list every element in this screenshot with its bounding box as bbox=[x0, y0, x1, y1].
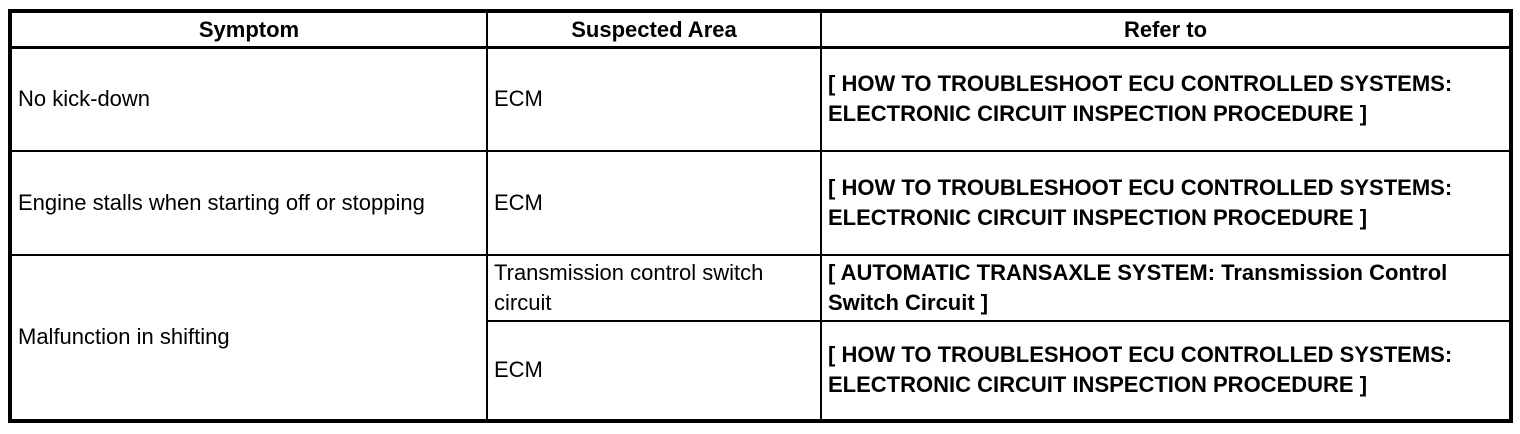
header-symptom: Symptom bbox=[9, 10, 488, 49]
header-suspected-area: Suspected Area bbox=[486, 10, 822, 49]
table-row-malfunction-shifting-2: ECM [ HOW TO TROUBLESHOOT ECU CONTROLLED… bbox=[10, 319, 1512, 422]
table-row-no-kick-down: No kick-down ECM [ HOW TO TROUBLESHOOT E… bbox=[9, 46, 1512, 152]
suspected-area-cell: Transmission control switch circuit bbox=[486, 253, 822, 322]
header-refer-to: Refer to bbox=[820, 10, 1512, 49]
refer-to-cell: [ HOW TO TROUBLESHOOT ECU CONTROLLED SYS… bbox=[820, 46, 1512, 152]
symptom-cell: No kick-down bbox=[9, 46, 488, 152]
suspected-area-cell: ECM bbox=[486, 319, 822, 422]
symptom-cell: Engine stalls when starting off or stopp… bbox=[9, 149, 488, 256]
suspected-area-cell: ECM bbox=[486, 46, 822, 152]
table-header-row: Symptom Suspected Area Refer to bbox=[9, 10, 1512, 49]
refer-to-cell: [ HOW TO TROUBLESHOOT ECU CONTROLLED SYS… bbox=[820, 319, 1512, 422]
refer-to-cell: [ HOW TO TROUBLESHOOT ECU CONTROLLED SYS… bbox=[820, 149, 1512, 256]
table-row-engine-stalls: Engine stalls when starting off or stopp… bbox=[9, 149, 1512, 256]
refer-to-cell: [ AUTOMATIC TRANSAXLE SYSTEM: Transmissi… bbox=[820, 253, 1512, 322]
table-row-malfunction-shifting-1: Malfunction in shifting Transmission con… bbox=[9, 253, 1512, 422]
suspected-area-cell: ECM bbox=[486, 149, 822, 256]
symptom-troubleshooting-table: Symptom Suspected Area Refer to No kick-… bbox=[8, 9, 1513, 423]
symptom-cell: Malfunction in shifting bbox=[9, 253, 488, 422]
